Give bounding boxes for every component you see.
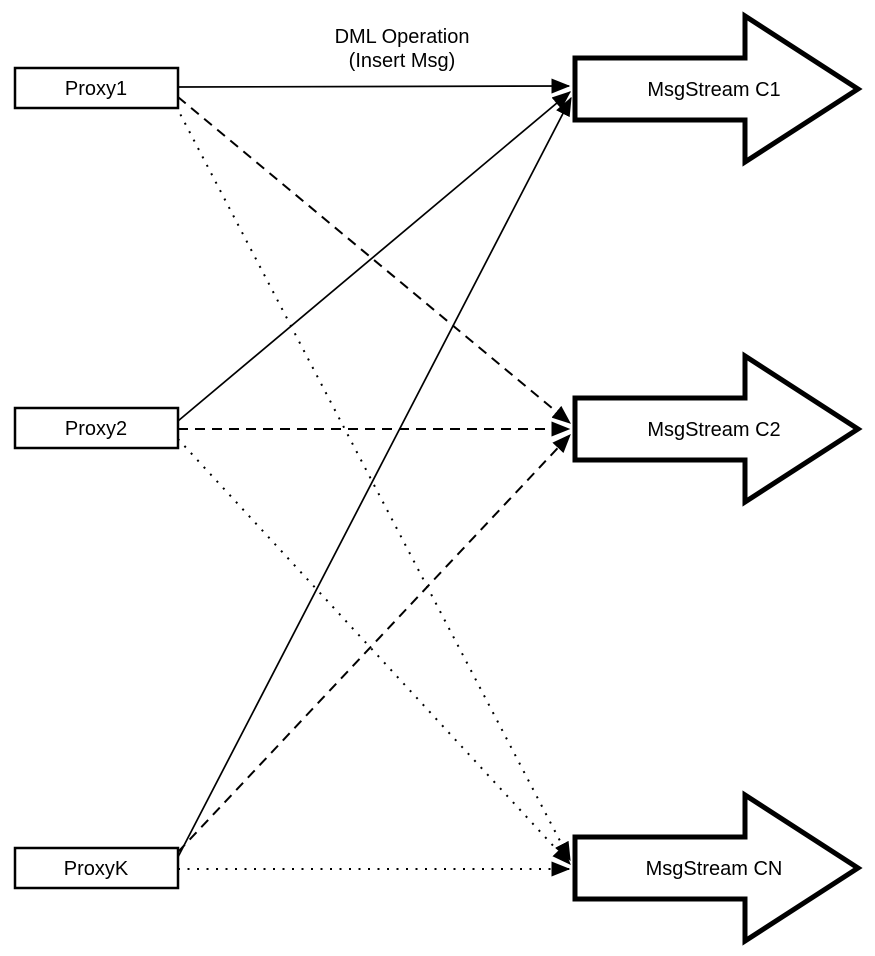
edge-proxyk-c1 (177, 96, 572, 858)
stream-cn-node: MsgStream CN (572, 790, 863, 946)
caption-line2: (Insert Msg) (349, 50, 456, 72)
proxy2-box (13, 406, 180, 450)
stream-c2-arrow-shape (572, 351, 863, 507)
proxyk-node: ProxyK (13, 846, 180, 890)
proxyk-label: ProxyK (64, 858, 129, 880)
proxyk-box (13, 846, 180, 890)
proxy1-label: Proxy1 (65, 78, 127, 100)
stream-c1-arrow-shape (572, 11, 863, 167)
edge-proxy2-cn (177, 438, 571, 865)
edge-proxy2-c1 (177, 91, 572, 422)
stream-c2-node: MsgStream C2 (572, 351, 863, 507)
proxy2-label: Proxy2 (65, 418, 127, 440)
edges-solid-to-c1 (177, 78, 572, 858)
stream-cn-label: MsgStream CN (646, 858, 783, 880)
stream-c1-label: MsgStream C1 (647, 79, 780, 101)
caption-line1: DML Operation (335, 26, 470, 48)
proxy1-box (13, 66, 180, 110)
stream-c1-node: MsgStream C1 (572, 11, 863, 167)
edge-caption: DML Operation (Insert Msg) (335, 26, 470, 72)
edge-proxyk-c2 (177, 434, 571, 853)
edges-dashed-to-c2 (177, 96, 572, 853)
edge-proxy1-c1 (177, 78, 571, 94)
proxy1-node: Proxy1 (13, 66, 180, 110)
edges-dotted-to-cn (175, 105, 571, 877)
stream-cn-arrow-shape (572, 790, 863, 946)
edge-proxy1-c2 (177, 96, 572, 424)
proxy2-node: Proxy2 (13, 406, 180, 450)
stream-c2-label: MsgStream C2 (647, 419, 780, 441)
